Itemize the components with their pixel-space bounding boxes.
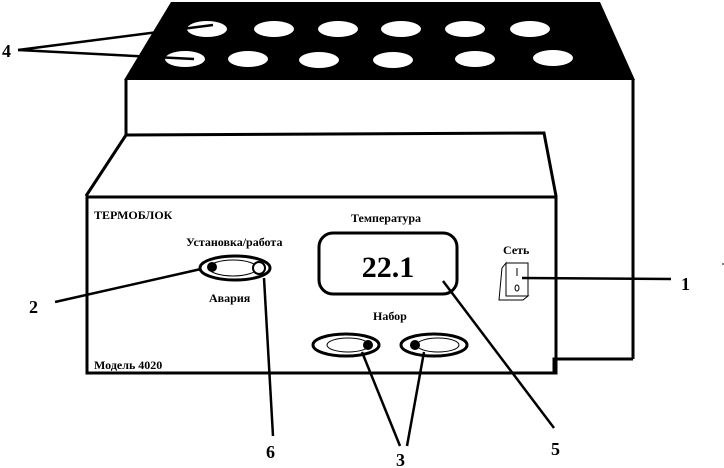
alarm-led xyxy=(252,261,266,275)
sample-hole xyxy=(510,21,550,37)
callout-5-leader xyxy=(442,280,555,429)
sample-hole xyxy=(187,21,227,37)
callout-4: 4 xyxy=(2,41,11,61)
alarm-label: Авария xyxy=(209,291,251,305)
callout-5: 5 xyxy=(551,439,560,459)
sample-hole xyxy=(381,21,421,37)
power-switch[interactable] xyxy=(498,261,530,301)
temperature-value: 22.1 xyxy=(362,251,415,284)
front-housing xyxy=(84,131,558,375)
callout-6: 6 xyxy=(266,442,275,462)
mode-label: Установка/работа xyxy=(186,235,282,249)
callout-leaders xyxy=(54,267,672,447)
temperature-label: Температура xyxy=(351,211,421,225)
sample-hole xyxy=(254,21,294,37)
set-button-right[interactable] xyxy=(399,332,469,358)
callout-3-leader-b xyxy=(405,351,426,447)
mode-indicator xyxy=(198,254,272,282)
callout-2: 2 xyxy=(29,297,38,317)
callout-1-leader xyxy=(521,276,672,281)
callout-4-leaders xyxy=(17,23,214,61)
brand-label: ТЕРМОБЛОК xyxy=(94,208,173,222)
sample-hole xyxy=(228,51,268,67)
sample-hole xyxy=(445,21,485,37)
upper-block xyxy=(124,80,635,372)
sample-hole xyxy=(533,50,573,66)
temperature-display xyxy=(317,231,459,296)
sample-hole xyxy=(318,21,358,37)
sample-hole xyxy=(455,51,495,67)
mode-led xyxy=(207,262,217,272)
callout-2-leader xyxy=(54,267,202,304)
callout-3: 3 xyxy=(396,450,405,468)
callout-1: 1 xyxy=(681,274,690,294)
callout-3-leader-a xyxy=(360,351,402,447)
sample-hole xyxy=(373,52,413,68)
set-label: Набор xyxy=(373,309,407,323)
model-label: Модель 4020 xyxy=(94,358,162,372)
sample-hole xyxy=(299,52,339,68)
power-label: Сеть xyxy=(503,243,530,257)
callout-6-leader xyxy=(262,277,275,437)
sample-plate xyxy=(124,2,635,80)
set-button-left[interactable] xyxy=(311,332,381,358)
